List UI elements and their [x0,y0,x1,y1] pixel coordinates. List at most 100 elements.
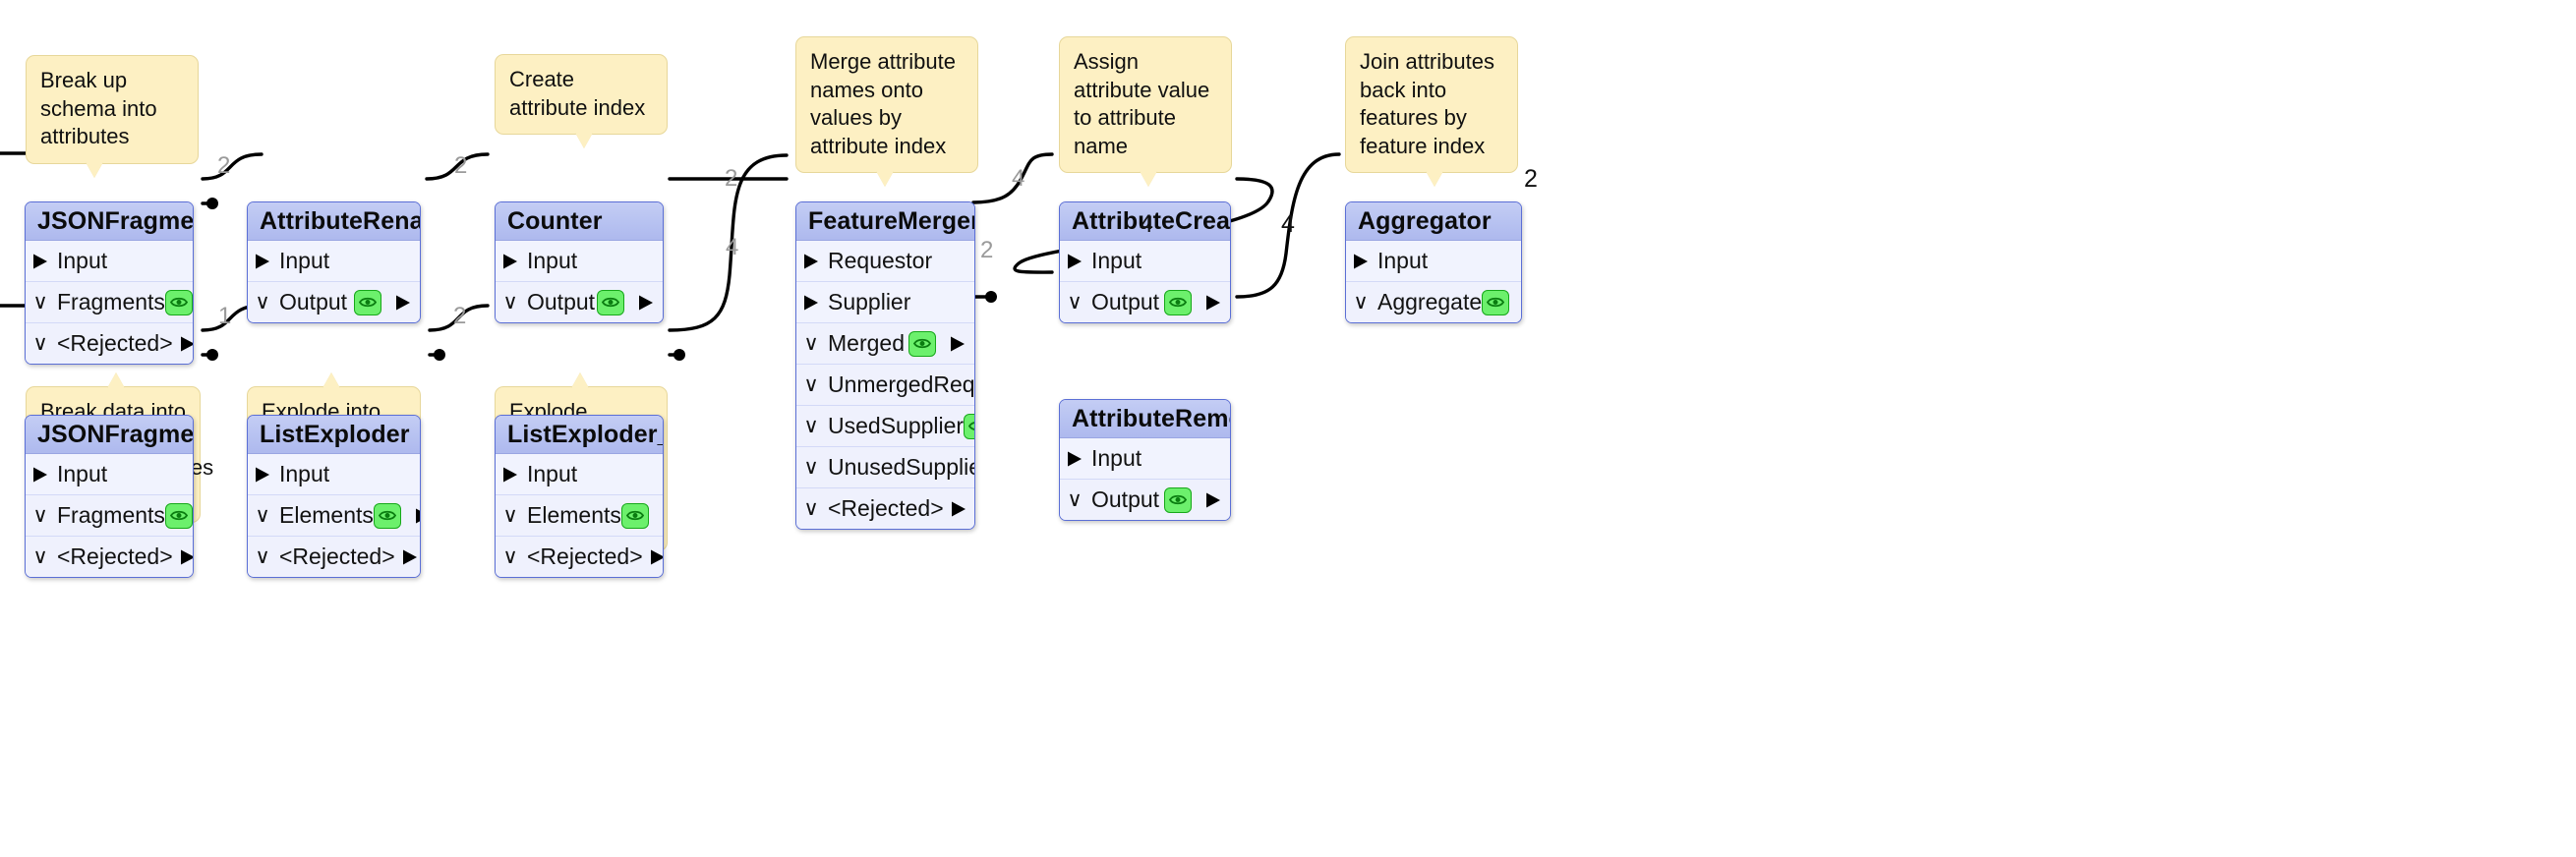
port-input[interactable]: Input [248,454,420,495]
anno-attributecreator2[interactable]: Assign attribute value to attribute name [1059,36,1232,188]
eye-icon[interactable] [1164,289,1192,315]
chevron-down-icon[interactable]: ∨ [502,504,518,527]
eye-icon[interactable] [1482,289,1510,315]
chevron-down-icon[interactable]: ∨ [32,291,48,314]
port-aggregate[interactable]: ∨Aggregate [1346,282,1521,322]
transformer-title: JSONFragmenter_2 [26,416,193,454]
chevron-down-icon[interactable]: ∨ [32,545,48,568]
chevron-down-icon[interactable]: ∨ [803,373,819,396]
port-usedsupplier[interactable]: ∨UsedSupplier [796,406,974,447]
port-rejected[interactable]: ∨<Rejected> [26,323,193,364]
port-merged[interactable]: ∨Merged [796,323,974,365]
eye-icon[interactable] [164,502,193,529]
annotation-text: Merge attribute names onto values by att… [810,49,956,158]
port-label: Input [527,248,578,273]
port-output[interactable]: ∨Output [248,282,420,322]
transformer-title: AttributeRenamer [248,202,420,241]
dead-end-dot-listexploder2-rejected [673,349,685,361]
output-port-arrow-icon[interactable] [395,547,420,567]
port-input[interactable]: Input [248,241,420,282]
port-input[interactable]: Input [1060,438,1230,480]
eye-icon[interactable] [908,330,936,357]
chevron-down-icon[interactable]: ∨ [502,291,518,314]
lbl-merged-creator: 4 [1012,165,1025,192]
output-port-arrow-icon[interactable] [388,293,418,313]
port-elements[interactable]: ∨Elements [248,495,420,537]
eye-icon[interactable] [354,289,381,315]
output-port-arrow-icon[interactable] [173,334,193,354]
chevron-down-icon[interactable]: ∨ [1353,291,1369,314]
eye-icon[interactable] [964,413,974,439]
port-requestor[interactable]: Requestor [796,241,974,282]
chevron-down-icon[interactable]: ∨ [255,291,270,314]
eye-icon[interactable] [1164,486,1192,513]
port-input[interactable]: Input [26,241,193,282]
transformer-title: ListExploder_2 [496,416,663,454]
port-rejected[interactable]: ∨<Rejected> [496,537,663,577]
port-output[interactable]: ∨Output [1060,282,1230,322]
transformer-attributerenamer[interactable]: AttributeRenamerInput∨Output [247,201,421,323]
port-input[interactable]: Input [26,454,193,495]
eye-icon[interactable] [597,289,624,315]
anno-aggregator[interactable]: Join attributes back into features by fe… [1345,36,1518,188]
input-port-arrow-icon [496,252,525,271]
port-fragments[interactable]: ∨Fragments [26,282,193,323]
port-unusedsupplier[interactable]: ∨UnusedSupplier [796,447,974,488]
eye-icon[interactable] [164,289,193,315]
port-rejected[interactable]: ∨<Rejected> [248,537,420,577]
input-port-arrow-icon [1346,252,1376,271]
transformer-jsonfragmenter[interactable]: JSONFragmenterInput∨Fragments∨<Rejected> [25,201,194,365]
output-port-arrow-icon[interactable] [1199,490,1228,510]
lbl-counter-supplier: 2 [725,165,738,192]
port-supplier[interactable]: Supplier [796,282,974,323]
eye-icon[interactable] [373,502,401,529]
port-rejected[interactable]: ∨ <Rejected> [26,537,193,577]
port-unmergedrequestor[interactable]: ∨UnmergedRequestor [796,365,974,406]
output-port-arrow-icon[interactable] [631,293,661,313]
chevron-down-icon[interactable]: ∨ [502,545,518,568]
output-port-arrow-icon[interactable] [944,499,973,519]
anno-featuremerger[interactable]: Merge attribute names onto values by att… [795,36,978,188]
port-output[interactable]: ∨ Output [496,282,663,322]
eye-icon[interactable] [620,502,649,529]
output-port-arrow-icon[interactable] [173,547,193,567]
port-input[interactable]: Input [496,454,663,495]
chevron-down-icon[interactable]: ∨ [803,456,819,479]
output-port-arrow-icon[interactable] [643,547,663,567]
port-rejected[interactable]: ∨<Rejected> [796,488,974,529]
transformer-attributeremover[interactable]: AttributeRemoverInput∨Output [1059,399,1231,521]
anno-counter[interactable]: Create attribute index [495,54,668,149]
port-label: Input [1091,248,1142,273]
port-output[interactable]: ∨Output [1060,480,1230,520]
port-label: <Rejected> [57,543,173,569]
chevron-down-icon[interactable]: ∨ [32,504,48,527]
chevron-down-icon[interactable]: ∨ [1067,488,1083,511]
chevron-down-icon[interactable]: ∨ [32,332,48,355]
output-port-arrow-icon[interactable] [656,506,663,526]
transformer-jsonfragmenter2[interactable]: JSONFragmenter_2Input∨Fragments∨<Rejecte… [25,415,194,578]
chevron-down-icon[interactable]: ∨ [803,332,819,355]
chevron-down-icon[interactable]: ∨ [255,545,270,568]
annotation-tail-icon [1140,171,1157,188]
chevron-down-icon[interactable]: ∨ [255,504,270,527]
anno-jsonfragmenter[interactable]: Break up schema into attributes [26,55,199,178]
chevron-down-icon[interactable]: ∨ [1067,291,1083,314]
port-fragments[interactable]: ∨Fragments [26,495,193,537]
transformer-listexploder2[interactable]: ListExploder_2Input∨Elements∨<Rejected> [495,415,664,578]
output-port-arrow-icon[interactable] [943,334,972,354]
output-port-arrow-icon[interactable] [1199,293,1228,313]
chevron-down-icon[interactable]: ∨ [803,415,819,437]
output-port-arrow-icon[interactable] [1516,293,1521,313]
port-input[interactable]: Input [1346,241,1521,282]
port-elements[interactable]: ∨Elements [496,495,663,537]
output-port-arrow-icon[interactable] [408,506,420,526]
port-input[interactable]: Input [1060,241,1230,282]
port-label: Output [527,289,596,314]
port-input[interactable]: Input [496,241,663,282]
chevron-down-icon[interactable]: ∨ [803,497,819,520]
